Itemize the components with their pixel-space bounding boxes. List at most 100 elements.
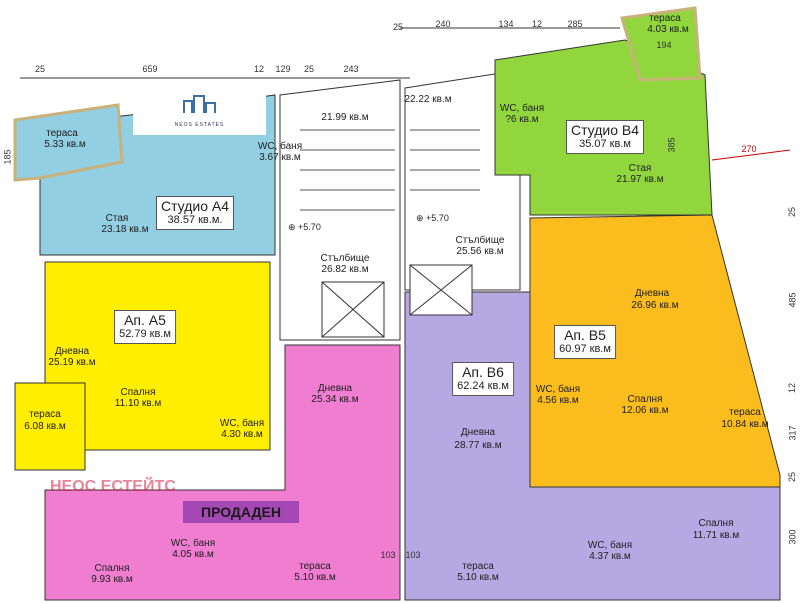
dimension-label: 270 (741, 144, 757, 154)
studio-b4-terrace (620, 6, 702, 82)
dimension-label: 25 (392, 22, 404, 32)
room-area: 4.37 кв.м (589, 551, 631, 562)
hall-label: Стълбище (320, 253, 370, 264)
room-name: WC, баня (257, 141, 303, 152)
room-name: Стая (105, 213, 129, 224)
room-name: Спалня (94, 563, 130, 574)
room-area: 21.97 кв.м (616, 174, 664, 185)
room-area: 4.30 кв.м (221, 429, 263, 440)
room-area: 6.08 кв.м (24, 421, 66, 432)
room-name: Дневна (54, 346, 90, 357)
room-name: тераса (46, 128, 78, 139)
room-name: WC, баня (499, 103, 545, 114)
room-name: WC, баня (587, 540, 633, 551)
room-name: Дневна (460, 427, 496, 438)
unit-area: 62.24 кв.м (457, 380, 509, 392)
unit-title: Студио B4 (570, 122, 640, 138)
studio-a4-terrace (13, 103, 124, 182)
hall-label: Стълбище (455, 235, 505, 246)
dimension-label: 243 (343, 64, 359, 74)
dimension-label: 659 (142, 64, 158, 74)
room-area: ?6 кв.м (505, 114, 539, 125)
dimension-label: 385 (666, 137, 677, 153)
dimension-label: 485 (787, 292, 798, 308)
hall-area: 26.82 кв.м (321, 264, 369, 275)
room-area: 12.06 кв.м (621, 405, 669, 416)
dimension-label: 129 (275, 64, 291, 74)
unit-area: 52.79 кв.м (119, 328, 171, 340)
room-name: WC, баня (535, 384, 581, 395)
room-name: WC, баня (219, 418, 265, 429)
dimension-label: 25 (787, 206, 798, 218)
dimension-line-270 (711, 149, 791, 161)
unit-title: Студио A4 (160, 198, 230, 214)
stair-area: 22.22 кв.м (404, 94, 452, 105)
unit-title: Ап. A5 (124, 312, 166, 328)
dimension-label: 12 (787, 382, 798, 394)
dimension-label: 12 (253, 64, 265, 74)
dimension-label: 103 (380, 550, 396, 560)
dimension-label: 300 (787, 529, 798, 545)
room-name: тераса (462, 561, 494, 572)
room-area: 10.84 кв.м (721, 419, 769, 430)
unit-title: Ап. B5 (564, 327, 606, 343)
dimension-label: 12 (531, 19, 543, 29)
room-name: WC, баня (170, 538, 216, 549)
unit-area: 35.07 кв.м (579, 138, 631, 150)
dimension-label: 25 (787, 471, 798, 483)
hall-area: 25.56 кв.м (456, 246, 504, 257)
room-area: 5.10 кв.м (294, 572, 336, 583)
room-name: Дневна (634, 288, 670, 299)
building-logo-icon (182, 95, 216, 113)
room-area: 4.05 кв.м (172, 549, 214, 560)
dimension-label: 185 (2, 149, 13, 165)
elevation-marker: ⊕ +5.70 (416, 213, 449, 223)
room-name: тераса (29, 409, 61, 420)
sold-badge: ПРОДАДЕН (183, 501, 299, 523)
neos-estates-logo: NEOS ESTATES (133, 83, 266, 135)
unit-area: 60.97 кв.м (559, 343, 611, 355)
room-area: 11.71 кв.м (692, 530, 740, 541)
room-name: Спалня (120, 387, 156, 398)
dimension-label: 317 (787, 425, 798, 441)
room-area: 3.67 кв.м (259, 152, 301, 163)
room-area: 26.96 кв.м (631, 300, 679, 311)
room-area: 23.18 кв.м (101, 224, 149, 235)
watermark: НЕОС ЕСТЕЙТС (50, 478, 176, 495)
dimension-label: 134 (498, 19, 514, 29)
room-area: 4.03 кв.м (647, 24, 689, 35)
room-area: 5.33 кв.м (44, 139, 86, 150)
dimension-label: 194 (656, 40, 672, 50)
room-name: Спалня (627, 394, 663, 405)
room-area: 28.77 кв.м (454, 440, 502, 451)
dimension-label: 25 (34, 64, 46, 74)
apt-sold-area (44, 344, 401, 601)
room-name: Спалня (698, 518, 734, 529)
room-name: Стая (628, 163, 652, 174)
room-name: тераса (299, 561, 331, 572)
elevation-marker: ⊕ +5.70 (288, 222, 321, 232)
elevation-value: +5.70 (426, 213, 449, 223)
apt-a5-terrace (14, 382, 86, 471)
room-area: 11.10 кв.м (114, 398, 162, 409)
dimension-label: 285 (567, 19, 583, 29)
room-area: 9.93 кв.м (91, 574, 133, 585)
room-name: Дневна (317, 383, 353, 394)
stair-area: 21.99 кв.м (321, 112, 369, 123)
room-name: тераса (729, 407, 761, 418)
room-name: тераса (649, 13, 681, 24)
room-area: 4.56 кв.м (537, 395, 579, 406)
stairwell-right (404, 69, 521, 291)
dimension-label: 240 (435, 19, 451, 29)
room-area: 25.34 кв.м (311, 394, 359, 405)
unit-area: 38.57 кв.м. (167, 214, 223, 226)
room-area: 5.10 кв.м (457, 572, 499, 583)
dimension-label: 103 (405, 550, 421, 560)
unit-title: Ап. B6 (462, 364, 504, 380)
